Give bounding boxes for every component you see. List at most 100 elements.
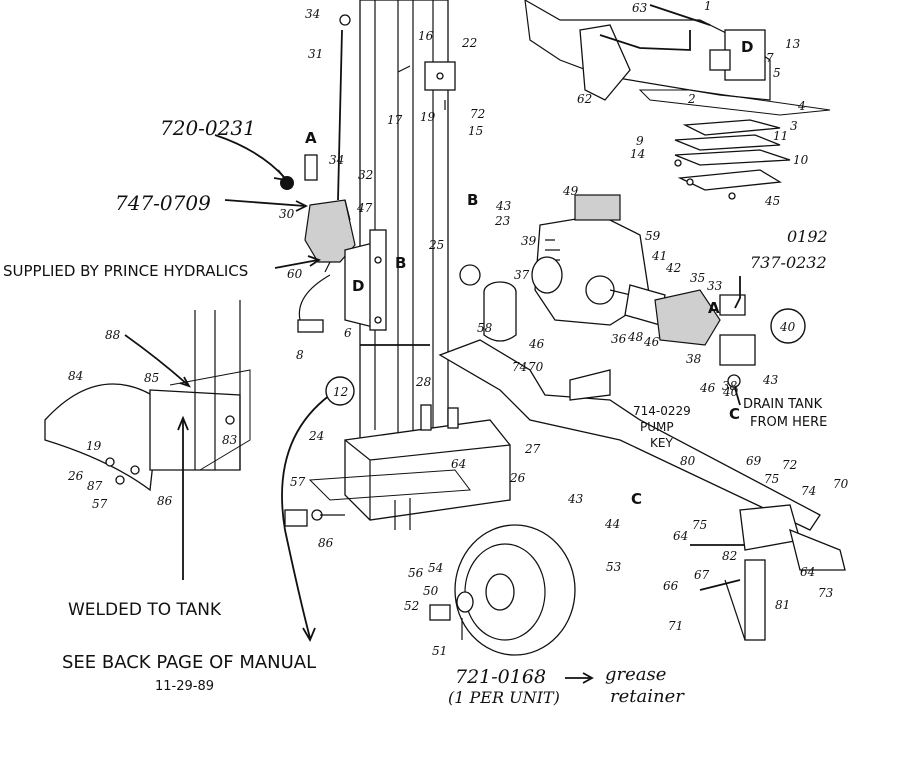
callout-number: 27: [524, 442, 541, 456]
valve-assembly: [280, 14, 356, 273]
callout-number: 34: [329, 153, 344, 167]
callout-number: 16: [418, 29, 434, 43]
callout-number: 70: [833, 477, 849, 491]
callout-number: 50: [423, 584, 439, 598]
callout-number: 32: [358, 168, 373, 182]
part-number-737: 737-0232: [750, 253, 827, 272]
callout-number: 86: [318, 536, 334, 550]
callout-number: 47: [356, 201, 373, 215]
letter-c-fitting: C: [631, 490, 642, 508]
wear-plates: [674, 119, 791, 200]
callout-number: 14: [630, 147, 645, 161]
callout-number: 62: [577, 92, 592, 106]
callout-number: 2: [687, 92, 696, 106]
callout-number: 43: [762, 373, 779, 387]
supplier-note: SUPPLIED BY PRINCE HYDRALICS: [3, 262, 248, 280]
callout-number: 42: [665, 261, 681, 275]
callout-number: 30: [279, 207, 295, 221]
drain-tank-note-2: FROM HERE: [750, 415, 827, 430]
letter-b-filter: B: [467, 191, 478, 209]
callout-number: 43: [567, 492, 584, 506]
callout-number: 72: [470, 107, 485, 121]
callout-number: 86: [157, 494, 173, 508]
letter-a-valve: A: [305, 129, 317, 147]
callout-number: 45: [764, 194, 780, 208]
callout-number: 59: [645, 229, 661, 243]
wheel: [429, 524, 576, 656]
part-number-720-0231: 720-0231: [160, 116, 256, 140]
callout-number: 46: [699, 381, 716, 395]
callout-number: 64: [800, 565, 815, 579]
callout-number: 66: [663, 579, 679, 593]
callout-number: 3: [790, 119, 798, 133]
callout-number: 70: [528, 360, 544, 374]
callout-number: 88: [105, 328, 121, 342]
see-back-page-note: SEE BACK PAGE OF MANUAL: [62, 652, 316, 673]
callout-number: 38: [686, 352, 702, 366]
circled-40: 40: [779, 320, 796, 334]
callout-number: 28: [415, 375, 432, 389]
d-bracket: [344, 229, 387, 331]
callout-number: 57: [92, 497, 108, 511]
callout-number: 43: [495, 199, 512, 213]
callout-number: 33: [707, 279, 723, 293]
frame-tongue: [438, 339, 846, 641]
pump: [624, 284, 756, 388]
letter-b-valve: B: [395, 254, 406, 272]
pump-key-label-1: PUMP: [640, 420, 674, 434]
hub-part-number: 721-0168: [455, 666, 546, 688]
date-note: 11-29-89: [155, 679, 214, 694]
callout-number: 19: [420, 110, 436, 124]
callout-number: 31: [308, 47, 323, 61]
callout-number: 24: [308, 429, 324, 443]
callout-number: 63: [632, 1, 648, 15]
callout-number: 46: [643, 335, 660, 349]
callout-number: 71: [668, 619, 683, 633]
callout-number: 64: [451, 457, 466, 471]
circled-12: 12: [333, 385, 348, 399]
callout-number: 23: [494, 214, 511, 228]
callout-number: 64: [673, 529, 688, 543]
callout-number: 6: [344, 326, 352, 340]
callout-number: 9: [636, 134, 644, 148]
callout-number: 5: [773, 66, 781, 80]
callout-number: 73: [818, 586, 834, 600]
callout-number: 82: [722, 549, 737, 563]
letter-a-pump: A: [708, 299, 720, 317]
callout-number: 60: [287, 267, 303, 281]
tank: [308, 404, 511, 530]
part-number-747-0709: 747-0709: [115, 191, 211, 215]
callout-number: 25: [428, 238, 444, 252]
engine: [531, 194, 661, 326]
welded-note: WELDED TO TANK: [68, 600, 222, 620]
callout-number: 44: [604, 517, 620, 531]
filter: [459, 264, 517, 342]
pump-key-number: 714-0229: [633, 404, 691, 418]
drain-tank-note: DRAIN TANK: [743, 397, 823, 412]
callout-number: 15: [468, 124, 483, 138]
callout-number: 39: [521, 234, 537, 248]
retainer-note: retainer: [610, 686, 685, 707]
callout-number: 87: [87, 479, 103, 493]
callout-number: 75: [692, 518, 707, 532]
callout-number: 49: [562, 184, 579, 198]
callout-number: 41: [651, 249, 667, 263]
cylinder-top: [524, 0, 831, 116]
callout-number: 8: [296, 348, 304, 362]
callout-number: 1: [704, 0, 712, 13]
axle-parts: [284, 319, 430, 527]
grease-note: grease: [605, 664, 666, 685]
callout-number: 36: [611, 332, 627, 346]
letter-c-drain: C: [729, 405, 740, 423]
callout-number: 57: [290, 475, 306, 489]
callout-number: 11: [773, 129, 788, 143]
callout-number: 56: [408, 566, 424, 580]
callout-number: 51: [432, 644, 447, 658]
callout-number: 26: [509, 471, 526, 485]
callout-number: 38: [722, 379, 738, 393]
callout-number: 4: [797, 99, 806, 113]
per-unit-note: (1 PER UNIT): [448, 688, 560, 707]
callout-number: 34: [305, 7, 320, 21]
callout-number: 13: [785, 37, 801, 51]
letter-d-top: D: [741, 38, 753, 56]
